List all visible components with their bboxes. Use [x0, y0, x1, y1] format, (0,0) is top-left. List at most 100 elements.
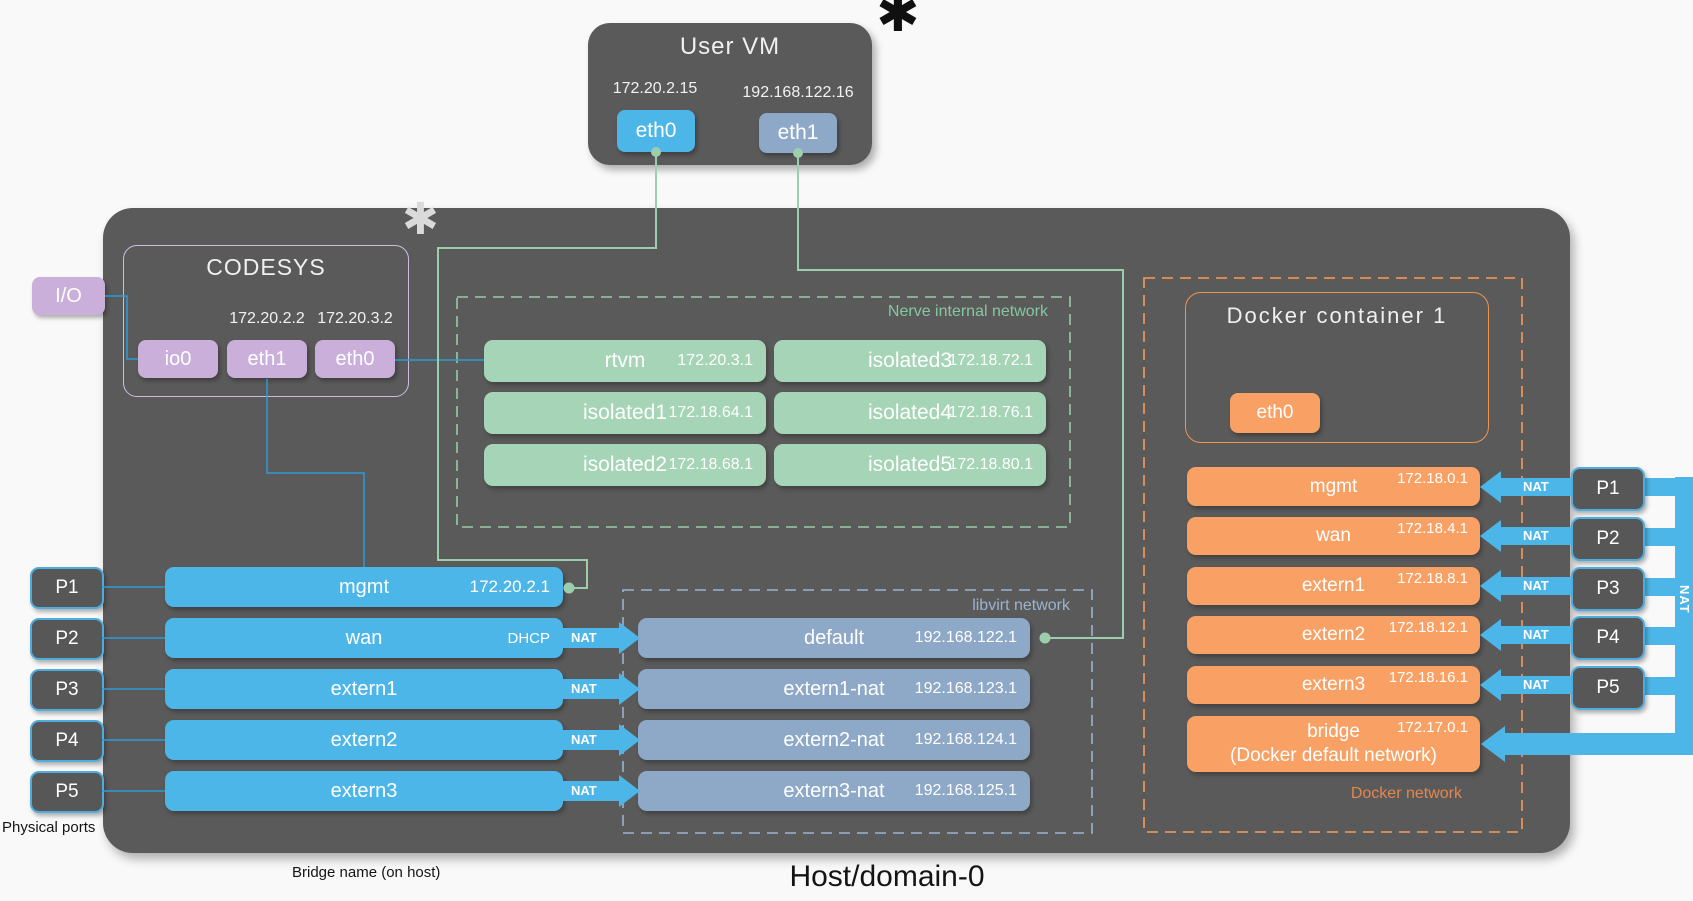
- docker-bridge-default-arrow: [1481, 726, 1693, 762]
- host-bridge-extern1: extern1: [165, 669, 563, 709]
- nerve-bridge-rtvm-right-text: 172.20.3.1: [677, 352, 753, 369]
- nerve-bridge-isolated2-right-text: 172.18.68.1: [668, 456, 753, 473]
- docker-nat-arrow-mgmt-label: NAT: [1523, 478, 1549, 494]
- left-port-P3: P3: [30, 669, 104, 711]
- docker-nat-arrow-wan-head: [1480, 520, 1501, 552]
- docker-bridge-extern1-ip: 172.18.8.1: [1397, 570, 1468, 587]
- nat-arrow-extern3: NAT: [555, 775, 640, 807]
- nerve-network-label: Nerve internal network: [887, 303, 1048, 320]
- right-port-P2: P2: [1571, 517, 1645, 561]
- nat-arrow-extern3-label: NAT: [571, 783, 597, 798]
- right-nat-bar: NAT: [1675, 477, 1693, 754]
- right-port-P5: P5: [1571, 666, 1645, 710]
- user-vm-eth1: eth1: [759, 113, 837, 153]
- docker-nat-arrow-wan-label: NAT: [1523, 528, 1549, 543]
- nat-arrow-extern2-body: [555, 730, 619, 750]
- docker-nat-arrow-extern1-head: [1480, 570, 1501, 602]
- host-bridge-extern3-name: extern3: [330, 779, 398, 802]
- user-vm-title: User VM: [679, 33, 781, 60]
- physical-ports-caption: Physical ports: [2, 819, 96, 836]
- left-port-P1: P1: [30, 567, 104, 609]
- nerve-bridge-isolated3-right-text: 172.18.72.1: [948, 352, 1033, 369]
- codesys-eth1: eth1: [227, 340, 307, 378]
- docker-nat-arrow-extern2-head: [1480, 619, 1501, 651]
- host-bridge-extern3: extern3: [165, 771, 563, 811]
- docker-eth0: eth0: [1230, 393, 1320, 433]
- nerve-bridge-isolated5-right-text: 172.18.80.1: [948, 456, 1033, 473]
- docker-nat-arrow-mgmt-head: [1480, 470, 1501, 503]
- codesys-io0: io0: [138, 340, 218, 378]
- host-bridge-extern2-name: extern2: [330, 728, 398, 751]
- docker-bridge-bridge-ip: 172.17.0.1: [1397, 719, 1468, 736]
- docker-bridge-wan-ip: 172.18.4.1: [1397, 520, 1468, 537]
- host-bridge-extern1-name: extern1: [330, 677, 398, 700]
- host-label: Host/domain-0: [789, 860, 985, 893]
- left-port-P4: P4: [30, 720, 104, 762]
- nat-arrow-extern2-head: [619, 724, 640, 756]
- nat-arrow-extern2-label: NAT: [571, 732, 597, 747]
- nat-arrow-extern1-body: [555, 679, 619, 699]
- nat-arrow-extern1-head: [619, 673, 640, 705]
- libvirt-bridge-extern2-nat-right-text: 192.168.124.1: [914, 731, 1017, 748]
- nat-arrow-wan-body: [555, 628, 619, 648]
- right-port-P3-connector: [1641, 578, 1675, 596]
- docker-bridge-extern3-ip: 172.18.16.1: [1388, 669, 1468, 686]
- codesys-asterisk: ✱: [402, 195, 439, 244]
- codesys-eth1-ip: 172.20.2.2: [229, 310, 305, 327]
- docker-bridge-default-arrow-head: [1481, 726, 1505, 762]
- nat-arrow-wan-label: NAT: [571, 630, 597, 645]
- codesys-eth0: eth0: [315, 340, 395, 378]
- libvirt-network-label: libvirt network: [972, 597, 1070, 614]
- docker-nat-arrow-extern3: NAT: [1480, 669, 1572, 701]
- host-bridge-mgmt-name: mgmt: [339, 575, 389, 598]
- docker-nat-arrow-extern2: NAT: [1480, 619, 1572, 651]
- docker-bridge-default-arrow-body: [1504, 733, 1693, 755]
- nat-arrow-extern1-label: NAT: [571, 681, 597, 696]
- nerve-bridge-isolated1-right-text: 172.18.64.1: [668, 404, 753, 421]
- nat-arrow-extern3-head: [619, 775, 640, 807]
- bridge-name-note: Bridge name (on host): [292, 864, 441, 881]
- right-port-P5-connector: [1641, 677, 1675, 695]
- user-vm-eth0: eth0: [617, 110, 695, 152]
- nerve-bridge-isolated4-right-text: 172.18.76.1: [948, 404, 1033, 421]
- host-bridge-extern2: extern2: [165, 720, 563, 760]
- docker-bridge-bridge: bridge(Docker default network)172.17.0.1: [1187, 716, 1480, 772]
- host-bridge-wan: wan DHCP: [165, 618, 563, 658]
- right-nat-bar-label: NAT: [1677, 585, 1692, 614]
- docker-nat-arrow-extern3-label: NAT: [1523, 677, 1549, 692]
- docker-nat-arrow-wan: NAT: [1480, 520, 1572, 552]
- user-vm-eth0-ip: 172.20.2.15: [612, 80, 698, 97]
- nat-arrow-wan: NAT: [555, 622, 640, 654]
- user-vm-eth1-ip: 192.168.122.16: [742, 84, 854, 101]
- host-bridge-wan-right-text: DHCP: [507, 629, 550, 647]
- nat-arrow-extern3-body: [555, 781, 619, 801]
- host-bridge-wan-name: wan: [345, 626, 383, 649]
- left-port-P5: P5: [30, 771, 104, 813]
- right-port-P1: P1: [1571, 467, 1645, 511]
- docker-nat-arrow-extern1: NAT: [1480, 570, 1572, 602]
- libvirt-bridge-extern1-nat-right-text: 192.168.123.1: [914, 680, 1017, 697]
- codesys-eth0-ip: 172.20.3.2: [317, 310, 393, 327]
- host-bridge-mgmt-right-text: 172.20.2.1: [469, 577, 550, 596]
- docker-bridge-extern2-ip: 172.18.12.1: [1388, 619, 1468, 636]
- right-port-P4: P4: [1571, 616, 1645, 660]
- libvirt-bridge-default-right-text: 192.168.122.1: [914, 629, 1017, 646]
- docker-nat-arrow-extern1-label: NAT: [1523, 578, 1549, 593]
- io-module: I/O: [32, 277, 105, 315]
- docker-network-label: Docker network: [1350, 785, 1462, 802]
- docker-bridge-bridge-title: bridge: [1307, 721, 1360, 743]
- user-vm-asterisk: ✱: [876, 0, 920, 43]
- docker-container-title: Docker container 1: [1226, 303, 1448, 328]
